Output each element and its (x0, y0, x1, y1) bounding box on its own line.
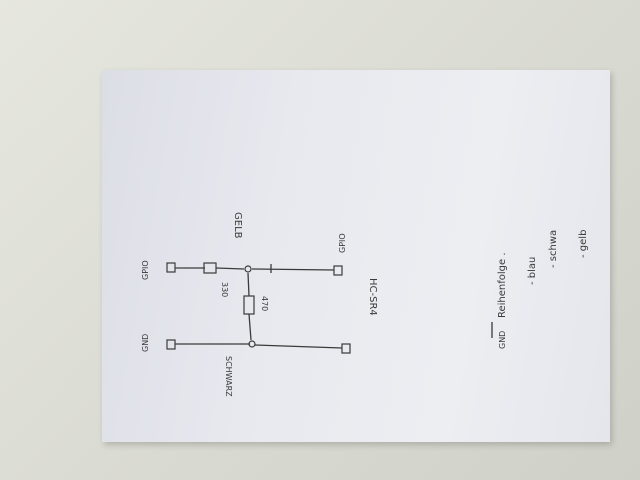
gnd-connector-bottom (341, 343, 351, 354)
wire-gpio-top-b (215, 267, 245, 270)
wire-mid-a (247, 272, 250, 297)
label-gpio-top: GPIO (141, 260, 150, 280)
label-r330: 330 (220, 282, 229, 297)
resistor-330 (203, 262, 217, 274)
wire-gnd-bottom (254, 344, 343, 349)
gpio-connector-bottom (333, 265, 343, 276)
label-gnd-note: GND (498, 331, 507, 349)
label-gnd-top: GND (141, 334, 150, 352)
resistor-470 (243, 295, 255, 315)
paper-sheet (102, 70, 610, 442)
wire-gpio-bottom (251, 268, 335, 271)
junction-bottom (248, 340, 256, 348)
label-gelb-note: - gelb (578, 230, 589, 258)
label-reihenfolge: Reihenfolge . (497, 252, 508, 318)
label-schwarz-note: - schwa (548, 230, 559, 268)
wire-mid-b (248, 313, 252, 341)
junction-top (244, 265, 252, 273)
label-gpio-bottom: GPIO (338, 233, 347, 253)
label-gelb: GELB (232, 212, 243, 239)
label-sensor: HC-SR4 (367, 278, 378, 316)
label-schwarz: SCHWARZ (224, 356, 233, 397)
label-blau: - blau (527, 257, 538, 285)
gpio-connector-top (166, 262, 176, 273)
gnd-connector-top (166, 339, 176, 350)
label-r470: 470 (260, 296, 269, 311)
